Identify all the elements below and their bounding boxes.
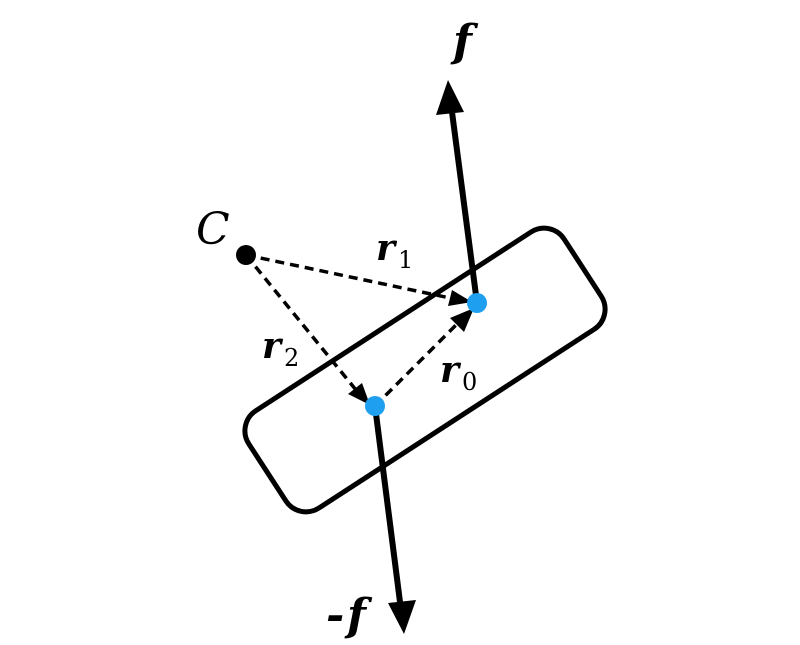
force-arrow-bottom — [372, 405, 416, 634]
vector-r1 — [245, 253, 472, 306]
point-c-dot — [236, 245, 256, 265]
label-point-c: C — [196, 204, 230, 255]
label-force-bottom: f — [344, 590, 373, 641]
rigid-body — [242, 225, 608, 515]
label-force-bottom-sign: - — [326, 590, 344, 641]
vector-r2 — [244, 253, 370, 405]
label-r2-base: r — [262, 325, 284, 367]
label-r2-sub: 2 — [284, 344, 299, 372]
point-upper-blue — [467, 293, 487, 313]
label-force-top: f — [450, 16, 479, 67]
label-r0-base: r — [440, 349, 462, 391]
force-arrow-top — [436, 80, 480, 304]
vector-r0 — [373, 308, 474, 408]
label-r0-sub: 0 — [462, 368, 477, 396]
label-r1-base: r — [376, 227, 398, 269]
label-r1-sub: 1 — [398, 246, 413, 274]
point-lower-blue — [365, 396, 385, 416]
